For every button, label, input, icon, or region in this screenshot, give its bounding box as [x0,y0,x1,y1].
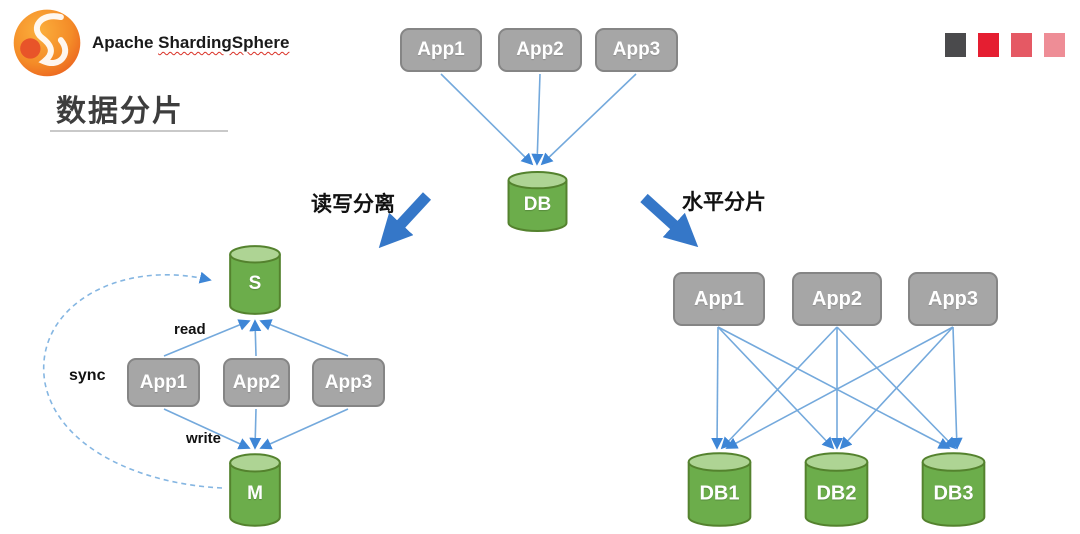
master-cylinder: M [228,453,282,527]
cylinder-shape-icon [228,453,282,527]
branch-arrow-left [378,192,432,249]
write-connectors [163,408,349,450]
sync-arc-connector [42,271,223,489]
page-title: 数据分片 [56,95,184,128]
db1-label: DB1 [699,482,740,505]
cylinder-shape-icon [803,452,870,527]
left-app3-box: App3 [312,358,385,407]
top-app1-box: App1 [400,28,482,72]
cylinder-shape-icon [506,171,569,232]
sync-edge-label: sync [69,367,106,384]
palette-square-4 [1044,33,1065,57]
right-app2-box: App2 [792,272,882,326]
write-edge-label: write [186,430,222,447]
sharding-mesh-connectors [711,326,963,450]
cylinder-shape-icon [920,452,987,527]
db1-cylinder: DB1 [686,452,753,527]
db-cylinder: DB [506,171,569,232]
slave-label: S [248,273,262,295]
title-underline [50,130,228,132]
right-app1-box: App1 [673,272,765,326]
branch-arrow-right [640,193,699,248]
branch-label-horizontal-sharding: 水平分片 [682,191,766,214]
brand-prefix: Apache [92,33,159,52]
db-label: DB [523,194,552,216]
palette-square-2 [978,33,999,57]
read-connectors [163,319,349,357]
db3-cylinder: DB3 [920,452,987,527]
branch-label-read-write-splitting: 读写分离 [311,193,395,216]
brand-title: Apache ShardingSphere [92,33,289,53]
brand-name: ShardingSphere [158,33,290,52]
read-edge-label: read [174,321,206,338]
left-app2-box: App2 [223,358,290,407]
left-app1-box: App1 [127,358,200,407]
slave-cylinder: S [228,245,282,315]
cylinder-shape-icon [686,452,753,527]
db2-cylinder: DB2 [803,452,870,527]
top-fan-connectors [440,73,637,166]
palette-square-3 [1011,33,1032,57]
db3-label: DB3 [933,482,974,505]
top-app2-box: App2 [498,28,582,72]
cylinder-shape-icon [228,245,282,315]
db2-label: DB2 [816,482,857,505]
master-label: M [247,483,263,505]
accent-color-palette [945,33,1065,57]
top-app3-box: App3 [595,28,678,72]
right-app3-box: App3 [908,272,998,326]
palette-square-1 [945,33,966,57]
shardingsphere-flame-logo-icon [10,5,84,79]
